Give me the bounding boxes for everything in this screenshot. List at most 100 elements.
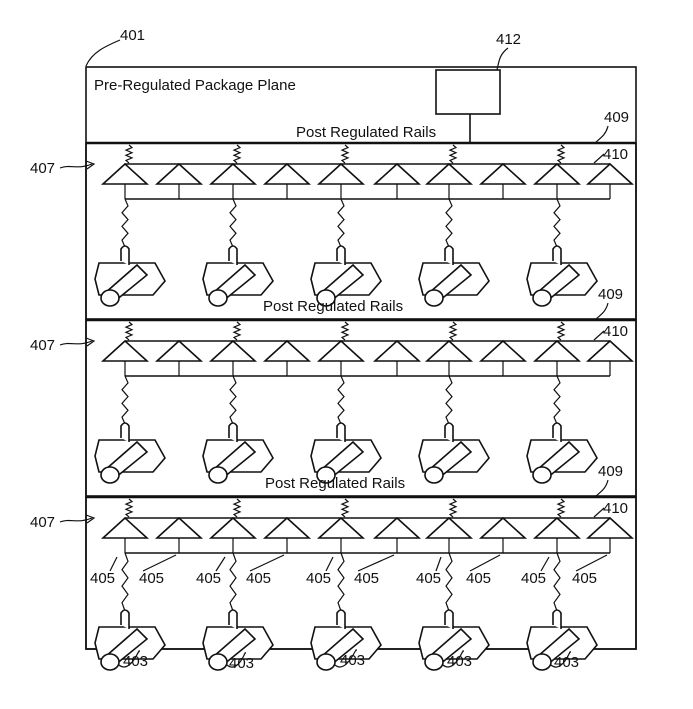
rail-resistor [556,498,566,518]
ref-409: 409 [598,463,623,480]
distribution-node-triangle [372,339,422,362]
voltage-regulator-block [435,69,501,115]
ref-405-left: 405 [306,570,331,587]
device-cylinder-end [100,289,120,307]
ref-405-right: 405 [354,570,379,587]
distribution-node-triangle [424,339,474,362]
distribution-node-triangle [154,339,204,362]
rail-resistor [232,321,242,341]
distribution-node-triangle [478,516,528,539]
leader-409 [595,479,609,497]
distribution-node-triangle [316,162,366,185]
device-cylinder-end [100,653,120,671]
rails-label: Post Regulated Rails [296,124,436,141]
device-1 [94,245,166,307]
leader-407 [59,517,93,523]
distribution-node-triangle [372,516,422,539]
device-pin [120,245,130,265]
rail-resistor [556,144,566,164]
ref-410: 410 [603,146,628,163]
rail-resistor [340,498,350,518]
leader-405 [435,556,442,572]
ref-407: 407 [30,337,55,354]
device-cylinder-end [424,466,444,484]
device-cylinder-end [316,653,336,671]
device-pin [228,422,238,442]
ref-405-left: 405 [196,570,221,587]
rails-label: Post Regulated Rails [265,475,405,492]
device-resistor [337,375,345,425]
ref-403: 403 [554,654,579,671]
device-1 [94,422,166,484]
device-2 [202,609,274,671]
ref-405-right: 405 [246,570,271,587]
device-pin [552,422,562,442]
rail-resistor [448,144,458,164]
leader-410 [593,153,605,164]
leader-405 [215,556,226,572]
rail-resistor [448,321,458,341]
leader-405 [357,554,395,572]
leader-405 [109,556,118,572]
leader-409 [595,125,609,143]
ref-405-left: 405 [416,570,441,587]
device-pin [444,609,454,629]
device-1 [94,609,166,671]
device-4 [418,609,490,671]
device-cylinder-end [424,653,444,671]
device-2 [202,422,274,484]
device-pin [228,609,238,629]
distribution-node-triangle [262,516,312,539]
device-pin [336,609,346,629]
leader-403 [550,651,571,668]
ref-403: 403 [447,653,472,670]
rail-resistor [340,321,350,341]
leader-405 [575,554,608,572]
distribution-node-triangle [585,162,635,185]
ref-409: 409 [598,286,623,303]
rail-resistor [124,144,134,164]
device-cylinder-end [208,653,228,671]
leader-405 [142,554,177,572]
ref-405-right: 405 [139,570,164,587]
device-resistor [121,375,129,425]
device-pin [552,609,562,629]
device-resistor [445,375,453,425]
device-resistor [445,198,453,248]
ref-405-right: 405 [572,570,597,587]
rail-resistor [124,321,134,341]
device-resistor [121,552,129,612]
device-4 [418,245,490,307]
ref-405-left: 405 [521,570,546,587]
distribution-node-triangle [478,162,528,185]
device-pin [336,245,346,265]
leader-407 [59,340,93,346]
device-3 [310,609,382,671]
device-pin [552,245,562,265]
distribution-node-triangle [532,516,582,539]
device-pin [444,245,454,265]
device-pin [120,422,130,442]
distribution-node-triangle [208,162,258,185]
device-5 [526,422,598,484]
leader-403 [442,650,464,668]
device-resistor [229,198,237,248]
distribution-node-triangle [532,162,582,185]
leader-409 [595,302,609,320]
leader-405 [325,556,334,572]
leader-403 [226,651,246,668]
package-plane-label: Pre-Regulated Package Plane [94,77,296,94]
distribution-node-triangle [316,516,366,539]
ref-410: 410 [603,500,628,517]
distribution-node-triangle [585,339,635,362]
ref-405-left: 405 [90,570,115,587]
rail-resistor [232,498,242,518]
device-pin [444,422,454,442]
device-cylinder-end [316,466,336,484]
distribution-node-triangle [154,162,204,185]
rail-resistor [232,144,242,164]
ref-403: 403 [229,655,254,672]
